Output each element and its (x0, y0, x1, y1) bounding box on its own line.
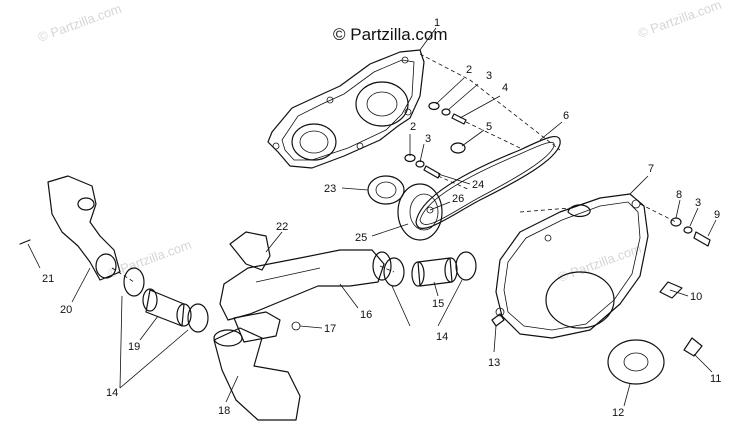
assembly-lines (111, 53, 677, 283)
watermark-text: © Partzilla.com (636, 0, 723, 41)
inner-clutch-cover (267, 49, 425, 169)
hose-clamps (123, 251, 477, 333)
watermark-text: © Partzilla.com (36, 1, 123, 45)
callout-label: 7 (648, 163, 654, 175)
callout-label: 2 (410, 121, 416, 133)
lower-bracket (233, 311, 301, 343)
callout-label: 26 (452, 193, 464, 205)
washer (607, 339, 665, 385)
decal (683, 337, 703, 357)
drive-belt-inner (419, 141, 555, 225)
drive-pulley (397, 183, 443, 241)
callout-label: 15 (432, 298, 444, 310)
callout-label: 24 (472, 179, 484, 191)
intake-duct (47, 175, 121, 281)
callout-label: 3 (486, 70, 492, 82)
clip (659, 281, 683, 299)
copyright-text: © Partzilla.com (333, 25, 448, 44)
outer-clutch-cover (495, 193, 649, 339)
callout-label: 21 (42, 273, 54, 285)
cover-bolt (491, 313, 505, 327)
callout-label: 19 (128, 341, 140, 353)
callout-label: 8 (676, 189, 682, 201)
callout-label: 13 (488, 357, 500, 369)
callout-label: 23 (324, 183, 336, 195)
outlet-tube (411, 257, 458, 287)
callout-label: 14 (436, 331, 448, 343)
callout-label: 22 (276, 221, 288, 233)
callout-label: 10 (690, 291, 702, 303)
callout-label: 5 (486, 121, 492, 133)
callout-label: 3 (425, 133, 431, 145)
callout-label: 6 (563, 110, 569, 122)
callout-label: 18 (218, 405, 230, 417)
callout-label: 4 (502, 82, 508, 94)
screw (19, 239, 31, 245)
air-duct (219, 249, 392, 321)
callout-label: 1 (434, 17, 440, 29)
seal (367, 175, 405, 205)
callout-labels: 1 2 3 4 5 6 2 3 24 23 26 25 22 7 8 3 9 2… (42, 17, 721, 419)
watermark-text: © Partzilla.com (106, 237, 193, 281)
callout-label: 9 (714, 209, 720, 221)
upper-fasteners (404, 101, 467, 179)
callout-label: 16 (360, 309, 372, 321)
callout-label: 11 (710, 373, 721, 385)
callout-label: 17 (324, 323, 336, 335)
cover-fasteners (670, 217, 711, 247)
watermark-text: © Partzilla.com (556, 241, 643, 285)
callout-label: 20 (60, 304, 72, 316)
bracket (229, 231, 271, 271)
callout-label: 3 (695, 197, 701, 209)
drive-belt (415, 135, 561, 229)
callout-label: 25 (355, 232, 367, 244)
callout-label: 2 (466, 64, 472, 76)
connector-tube (142, 288, 192, 327)
callout-label: 12 (612, 407, 624, 419)
leader-lines (27, 27, 717, 407)
callout-label: 14 (106, 387, 118, 399)
